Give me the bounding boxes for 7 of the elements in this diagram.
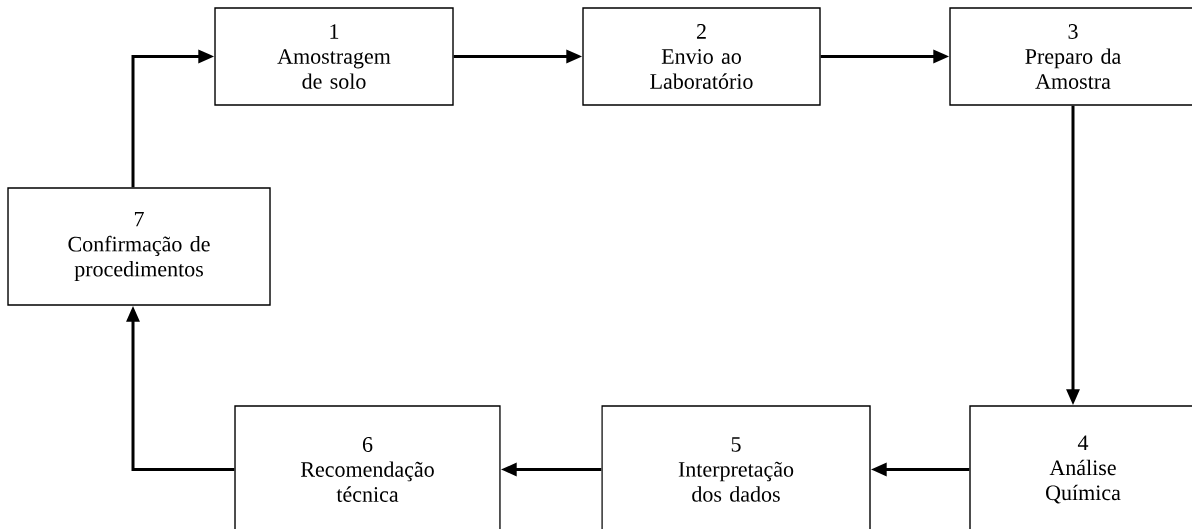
process-box: 2 Envio ao Laboratório — [582, 7, 821, 106]
process-box: 1 Amostragem de solo — [214, 7, 454, 106]
process-box: 5 Interpretação dos dados — [601, 405, 871, 529]
process-box: 7 Confirmação de procedimentos — [7, 187, 271, 306]
process-box: 3 Preparo da Amostra — [949, 7, 1192, 106]
process-box: 6 Recomendação técnica — [234, 405, 501, 529]
process-box: 4 Análise Química — [969, 405, 1192, 529]
